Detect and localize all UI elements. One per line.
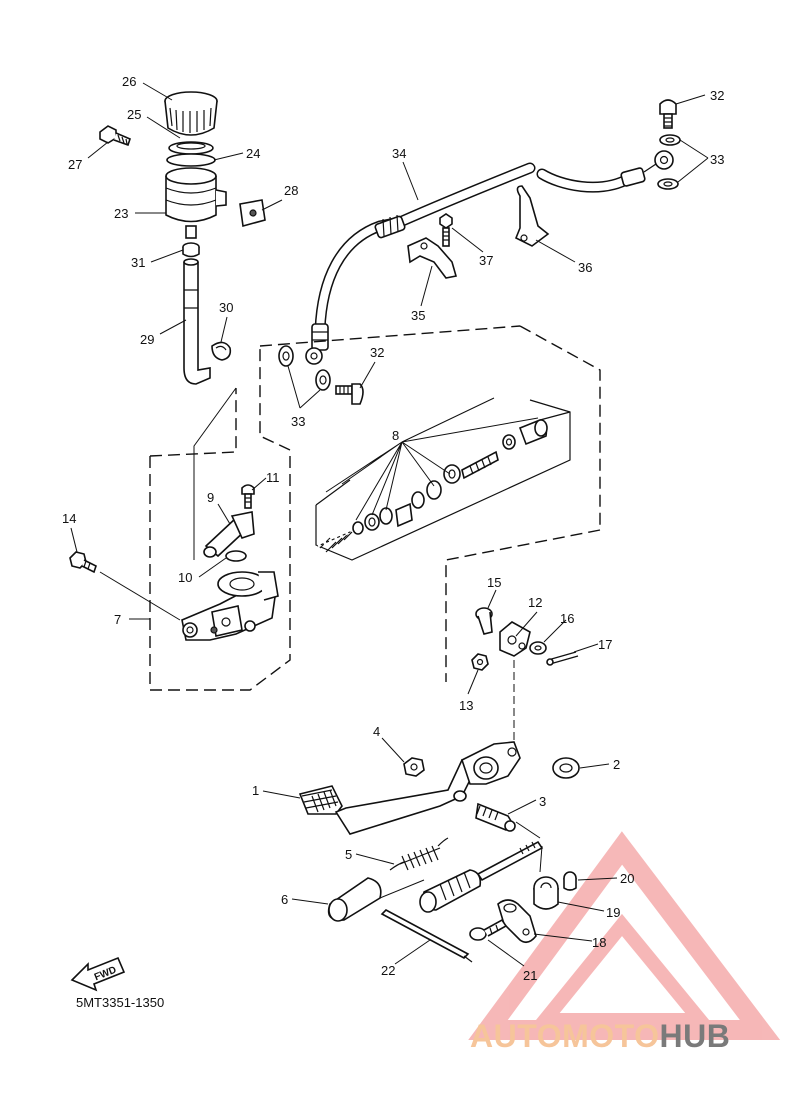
callout-36: 36 [578,260,592,275]
callout-leaders [70,82,709,967]
assembly-outline-kit [315,399,571,561]
cable-tie-22 [380,909,473,963]
callout-2: 2 [613,757,620,772]
union-bolt-32-mid [335,383,364,405]
callout-10: 10 [178,570,192,585]
callout-12: 12 [528,595,542,610]
callout-3: 3 [539,794,546,809]
reservoir-cap-26 [164,91,218,136]
callout-15: 15 [487,575,501,590]
plate-24 [166,153,216,167]
callout-34: 34 [392,146,406,161]
hose-guide-36 [514,185,550,247]
union-bolt-32-top [659,99,677,129]
diaphragm-25 [168,141,214,155]
callout-11: 11 [266,470,280,485]
pin-15 [475,607,493,635]
shaft-3 [475,802,516,832]
pushrod-assembly [419,840,544,913]
screw-11 [241,484,255,509]
clip-30 [211,341,232,361]
master-cylinder-7 [181,571,279,641]
bolt-37 [439,213,453,247]
callout-25: 25 [127,107,141,122]
callout-16: 16 [560,611,574,626]
callout-20: 20 [620,871,634,886]
callout-19: 19 [606,905,620,920]
boot-6 [327,877,382,922]
callout-7: 7 [114,612,121,627]
callout-32-top: 32 [710,88,724,103]
o-ring-10 [225,550,247,562]
washer-33-mid-b [315,369,331,391]
diagram-code: 5MT3351-1350 [76,995,164,1010]
callout-18: 18 [592,935,606,950]
hose-29 [183,258,211,385]
callout-33-mid: 33 [291,414,305,429]
watermark-logo: AUTOMOTOHUB [470,1018,800,1062]
washer-16 [529,641,547,655]
bracket-28 [239,199,266,228]
callout-30: 30 [219,300,233,315]
washer-33-top-a [659,134,681,146]
callout-33-top: 33 [710,152,724,167]
piston-kit-8 [317,419,548,553]
watermark-text-a: AUTOMOTO [470,1018,660,1054]
clip-31 [182,242,200,258]
callout-22: 22 [381,963,395,978]
callout-8: 8 [392,428,399,443]
washer-2 [552,757,580,779]
reservoir-tank-23 [165,167,227,239]
washer-33-mid-a [278,345,294,367]
callout-23: 23 [114,206,128,221]
assembly-outline-master-cylinder [149,325,601,691]
plate-18 [497,899,537,944]
bolt-27 [99,125,131,147]
callout-32-mid: 32 [370,345,384,360]
callout-1: 1 [252,783,259,798]
nut-13 [471,653,489,671]
forward-arrow-icon: FWD [70,956,126,992]
nut-4 [403,757,425,777]
callout-29: 29 [140,332,154,347]
hose-holder-35 [407,237,458,279]
brake-pedal-1 [298,741,521,835]
callout-31: 31 [131,255,145,270]
callout-5: 5 [345,847,352,862]
callout-28: 28 [284,183,298,198]
bolt-21 [469,918,508,941]
clevis-12 [499,621,531,657]
callout-21: 21 [523,968,537,983]
watermark-text-b: HUB [659,1018,731,1054]
collar-20 [563,871,577,891]
brake-hose-34 [305,150,674,365]
assembly-guides [99,387,543,899]
callout-37: 37 [479,253,493,268]
callout-13: 13 [459,698,473,713]
spring-5 [389,837,449,871]
callout-17: 17 [598,637,612,652]
cotter-pin-17 [546,651,579,666]
joint-9 [203,511,255,558]
bushing-19 [533,876,559,910]
callout-4: 4 [373,724,380,739]
callout-labels: 26 25 24 27 23 28 31 29 30 32 33 34 37 3… [62,74,724,983]
bolt-14 [69,551,97,574]
callout-6: 6 [281,892,288,907]
callout-9: 9 [207,490,214,505]
callout-27: 27 [68,157,82,172]
callout-14: 14 [62,511,76,526]
washer-33-top-b [657,178,679,190]
callout-35: 35 [411,308,425,323]
callout-26: 26 [122,74,136,89]
watermark-triangle-icon [468,831,781,1040]
callout-24: 24 [246,146,260,161]
